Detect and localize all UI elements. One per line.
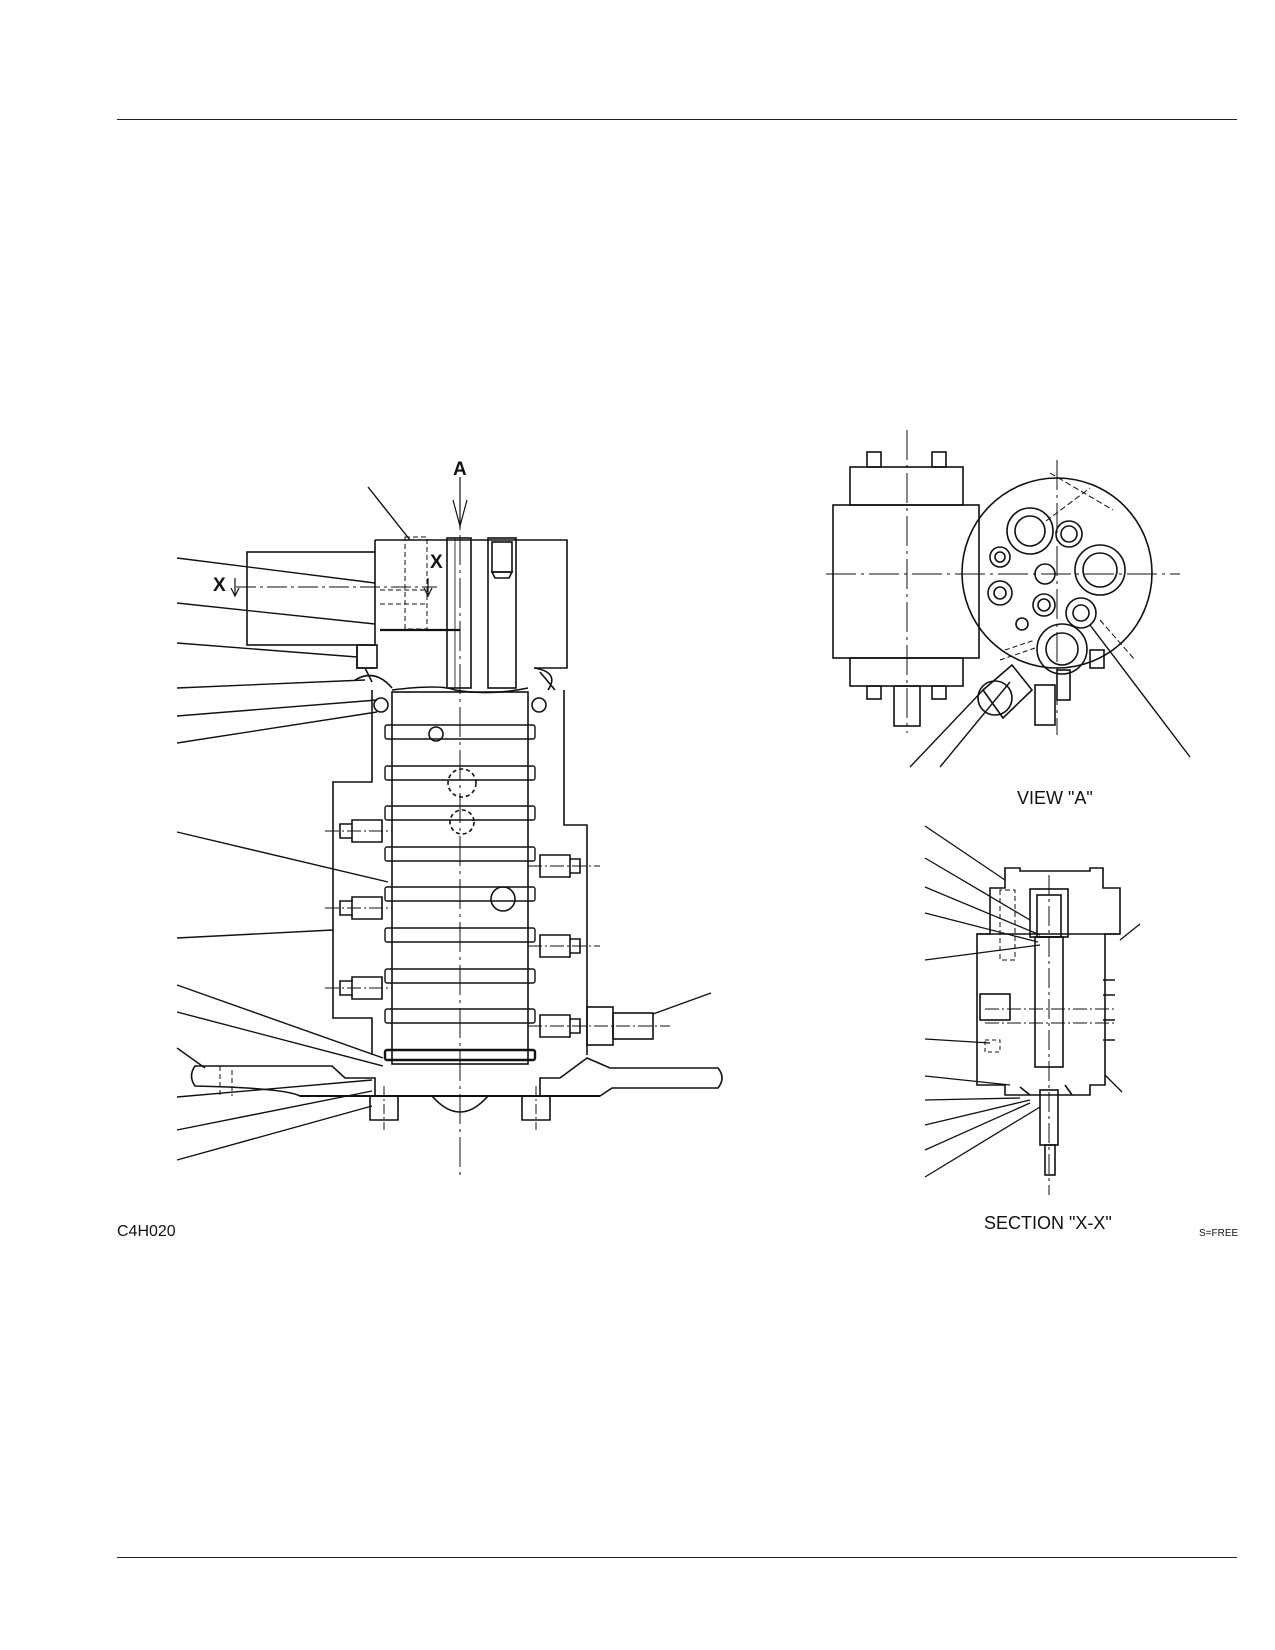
seal-rings <box>383 724 537 1062</box>
section-xx-caption: SECTION "X-X" <box>984 1213 1112 1233</box>
figure-code: C4H020 <box>117 1223 176 1240</box>
left-ports <box>325 819 392 1000</box>
footer-rule <box>117 1557 1237 1558</box>
header-rule <box>117 119 1237 120</box>
section-x-marker-left: X <box>213 575 226 596</box>
leader-lines-main <box>176 486 712 1161</box>
scale-note: S=FREE <box>1199 1228 1239 1239</box>
leader-lines-section-xx <box>924 825 1141 1178</box>
right-ports <box>528 854 670 1046</box>
section-x-marker-right: X <box>430 552 443 573</box>
view-a-arrow-letter: A <box>453 459 467 480</box>
section-xx-diagram <box>924 825 1141 1195</box>
view-a-diagram <box>826 430 1191 768</box>
view-arrow-icon <box>452 499 468 529</box>
main-cross-section: A X X <box>176 459 723 1175</box>
leader-lines-view-a <box>909 624 1191 768</box>
view-a-caption: VIEW "A" <box>1017 788 1093 808</box>
